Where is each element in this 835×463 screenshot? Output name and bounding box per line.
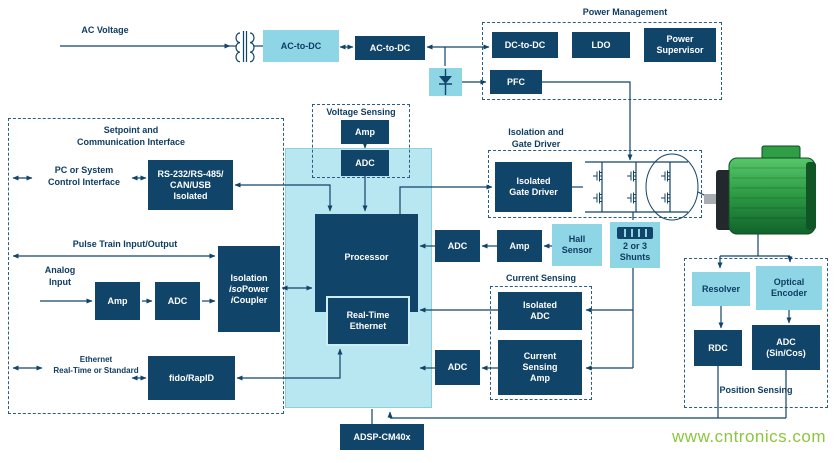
- diode-icon: [439, 69, 452, 95]
- position-sensing-label: Position Sensing: [719, 385, 793, 395]
- resolver-box: Resolver: [692, 272, 750, 306]
- realtime-ethernet-box: Real-Time Ethernet: [326, 296, 410, 346]
- pfc-box: PFC: [490, 70, 542, 94]
- vs-adc-box: ADC: [341, 150, 389, 176]
- isolated-adc-box: Isolated ADC: [498, 292, 582, 330]
- shunts-box: 2 or 3 Shunts: [610, 222, 660, 268]
- cs-amp-feedback-box: Amp: [497, 230, 542, 262]
- mosfet-bridge-icon: [585, 153, 699, 221]
- shunt-resistors-image: [617, 227, 653, 239]
- pulse-train-label: Pulse Train Input/Output: [72, 239, 178, 249]
- optical-encoder-box: Optical Encoder: [756, 266, 822, 310]
- position-sensing-box: [684, 258, 828, 408]
- gate-driver-box: [488, 150, 702, 218]
- isolation-line1: Isolation: [230, 272, 268, 283]
- motor-graphic: [704, 145, 816, 235]
- hall-sensor-box: Hall Sensor: [552, 224, 602, 266]
- diode-box: [429, 68, 462, 96]
- adsp-part-box: ADSP-CM40x: [340, 424, 424, 450]
- voltage-sensing-box: [312, 104, 410, 178]
- rdc-box: RDC: [694, 330, 742, 366]
- isolated-gate-driver-box: Isolated Gate Driver: [495, 162, 572, 212]
- power-management-label: Power Management: [582, 7, 668, 17]
- pc-interface-label: PC or System Control Interface: [47, 165, 120, 187]
- rs232-box: RS-232/RS-485/ CAN/USB Isolated: [148, 160, 233, 210]
- ldo-box: LDO: [572, 32, 630, 58]
- voltage-sensing-label: Voltage Sensing: [326, 107, 396, 117]
- dc-to-dc-box: DC-to-DC: [492, 32, 558, 58]
- setpoint-section-label: Setpoint and Communication Interface: [76, 125, 186, 147]
- adc-sincos-box: ADC (Sin/Cos): [752, 325, 820, 370]
- current-sensing-amp-box: Current Sensing Amp: [498, 340, 582, 395]
- cs-adc-feedback-box: ADC: [435, 230, 480, 262]
- power-management-box: [482, 22, 722, 100]
- shunts-label: 2 or 3 Shunts: [619, 241, 651, 262]
- power-supervisor-box: Power Supervisor: [644, 28, 716, 62]
- bridge-ellipse: [645, 153, 699, 221]
- ac-to-dc-box: AC-to-DC: [355, 36, 425, 60]
- fido-rapid-box: fido/RapID: [148, 356, 235, 400]
- transformer-icon: [235, 31, 255, 63]
- vs-amp-box: Amp: [341, 120, 389, 144]
- isolation-line2: isoPower: [228, 283, 270, 294]
- isolation-line3: iCoupler: [230, 294, 268, 305]
- current-sensing-label: Current Sensing: [505, 273, 576, 283]
- ac-voltage-label: AC Voltage: [81, 25, 129, 35]
- isolation-icoupler-box: Isolation isoPower iCoupler: [218, 246, 280, 332]
- analog-input-label: Analog Input: [44, 265, 76, 287]
- setpoint-adc-box: ADC: [155, 282, 200, 320]
- ac-to-dc-isolated-box: AC-to-DC: [263, 30, 339, 62]
- watermark: www.cntronics.com: [672, 427, 826, 446]
- current-sensing-box: [490, 286, 592, 400]
- setpoint-amp-box: Amp: [95, 282, 140, 320]
- cs-adc-box: ADC: [435, 350, 480, 385]
- gate-driver-section-label: Isolation and Gate Driver: [508, 127, 564, 149]
- processor-box: Processor: [315, 214, 418, 312]
- ethernet-label: Ethernet Real-Time or Standard: [53, 355, 139, 375]
- setpoint-box: [8, 118, 284, 414]
